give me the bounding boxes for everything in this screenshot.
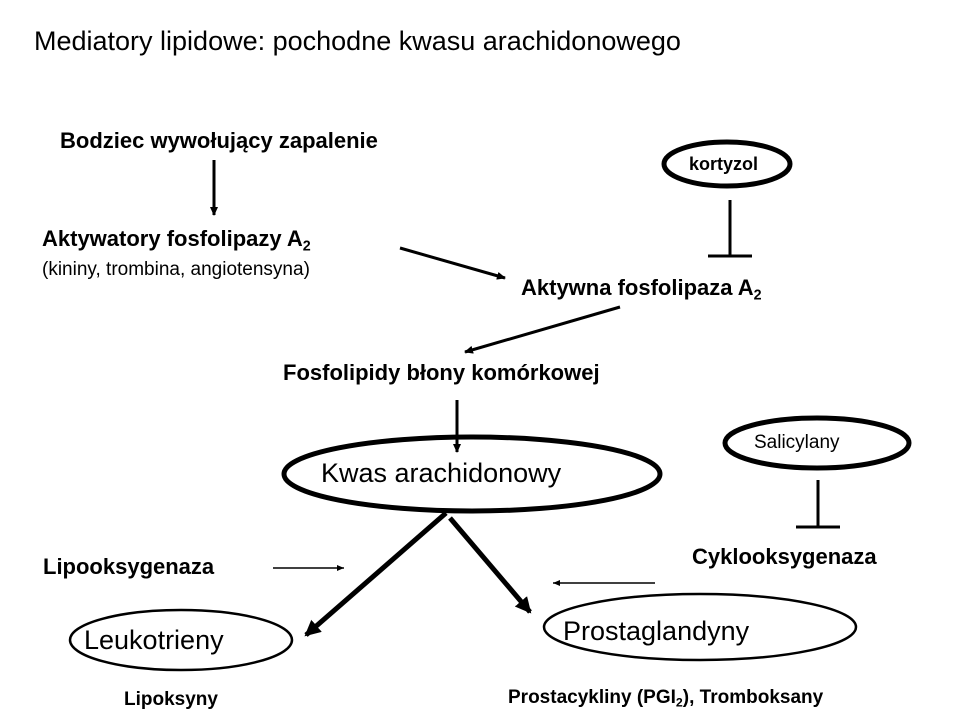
arrow-arachidonic-to-prostaglandins bbox=[448, 516, 532, 614]
activators-examples: (kininy, trombina, angiotensyna) bbox=[42, 259, 310, 280]
arrow-activators-to-pla2 bbox=[399, 246, 506, 280]
cortisol-ellipse bbox=[661, 139, 793, 189]
prostaglandins-ellipse bbox=[542, 592, 858, 662]
prostacyclins-label: Prostacykliny (PGI2), Tromboksany bbox=[508, 687, 824, 710]
activators-label: Aktywatory fosfolipazy A2 bbox=[42, 226, 311, 255]
leukotrienes-ellipse bbox=[68, 608, 294, 672]
phospholipids-label: Fosfolipidy błony komórkowej bbox=[283, 360, 600, 385]
arrow-arachidonic-to-leukotrienes bbox=[304, 511, 448, 637]
arachidonic-acid-label: Kwas arachidonowy bbox=[321, 458, 562, 488]
arrow-pla2-to-phospholipids bbox=[464, 305, 621, 354]
salicylates-inhibition bbox=[796, 480, 840, 529]
cortisol-label: kortyzol bbox=[689, 154, 759, 174]
prostaglandins-label: Prostaglandyny bbox=[563, 616, 750, 646]
cortisol-inhibition bbox=[708, 200, 752, 258]
leukotrienes-label: Leukotrieny bbox=[84, 625, 224, 655]
lipoxygenase-label: Lipooksygenaza bbox=[43, 554, 215, 579]
active-pla2-label: Aktywna fosfolipaza A2 bbox=[521, 275, 762, 304]
diagram-title: Mediatory lipidowe: pochodne kwasu arach… bbox=[34, 26, 681, 56]
lipoxins-label: Lipoksyny bbox=[124, 689, 218, 710]
salicylates-label: Salicylany bbox=[754, 432, 840, 453]
stimulus-label: Bodziec wywołujący zapalenie bbox=[60, 128, 378, 153]
cyclooxygenase-label: Cyklooksygenaza bbox=[692, 544, 877, 569]
arachidonic-acid-ellipse bbox=[281, 434, 663, 514]
salicylates-ellipse bbox=[722, 415, 912, 471]
